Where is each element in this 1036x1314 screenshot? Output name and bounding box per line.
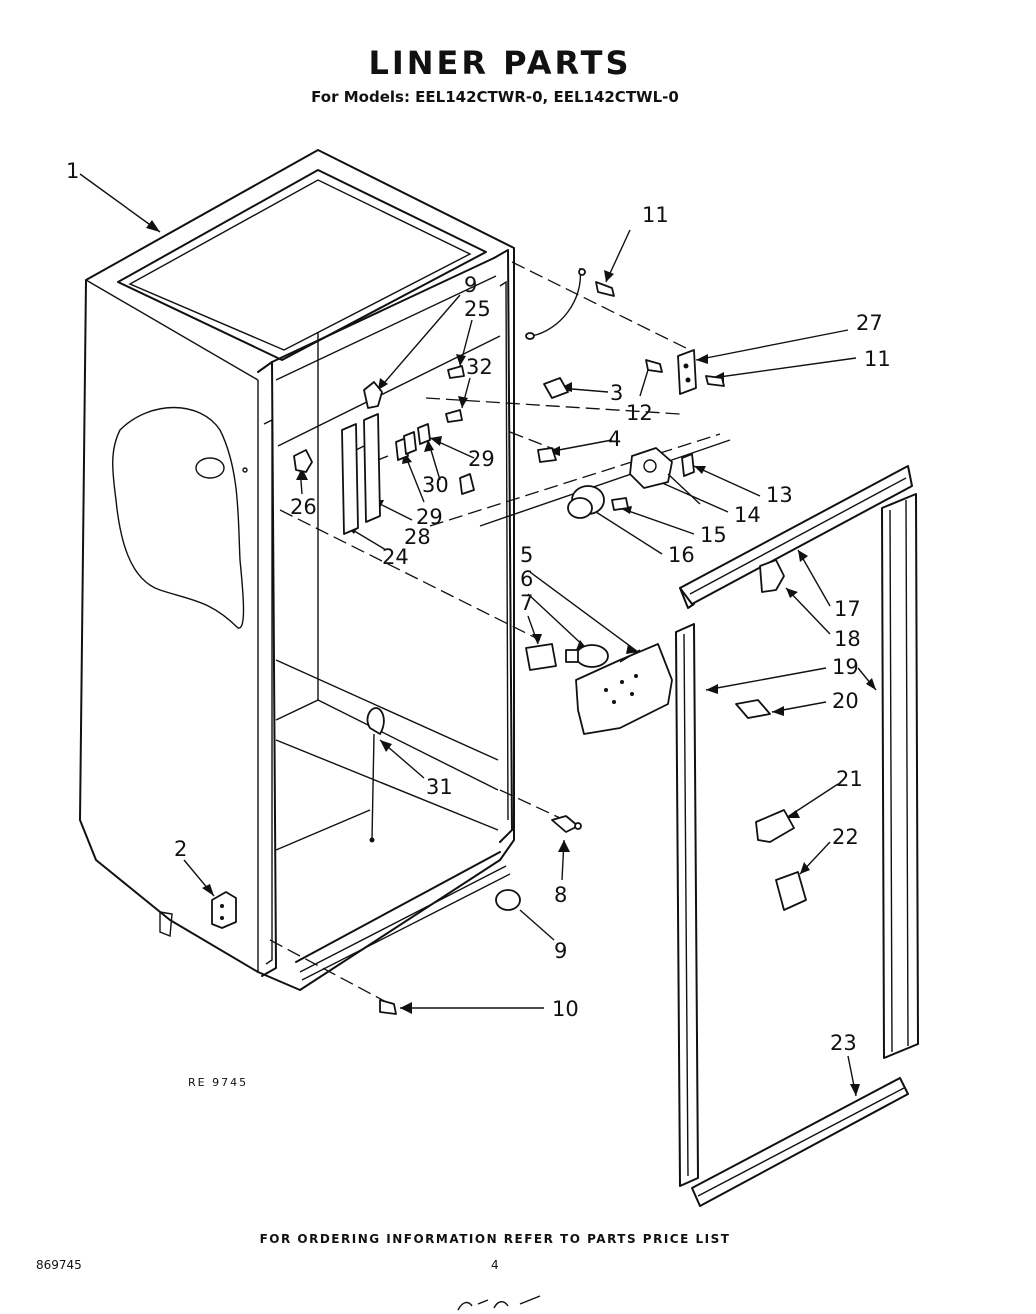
- callout-21: 21: [836, 767, 863, 791]
- callout-1: 1: [66, 159, 79, 183]
- callout-17: 17: [834, 597, 861, 621]
- callout-13: 13: [766, 483, 793, 507]
- assembly-lines: [269, 261, 731, 1005]
- callout-29-lower: 29: [416, 505, 443, 529]
- page-number: 4: [491, 1258, 499, 1272]
- callout-11-right: 11: [864, 347, 891, 371]
- callout-14: 14: [734, 503, 761, 527]
- callout-19: 19: [832, 655, 859, 679]
- cabinet-liner: [79, 149, 515, 991]
- callout-9-lower: 9: [554, 939, 567, 963]
- callout-10: 10: [552, 997, 579, 1021]
- small-parts: [211, 267, 725, 1015]
- callout-30: 30: [422, 473, 449, 497]
- callout-9-upper: 9: [464, 273, 477, 297]
- reference-code: RE 9745: [188, 1076, 248, 1089]
- callout-5: 5: [520, 543, 533, 567]
- callout-4: 4: [608, 427, 621, 451]
- callout-8: 8: [554, 883, 567, 907]
- callout-11-top: 11: [642, 203, 669, 227]
- callout-28: 28: [404, 525, 431, 549]
- ordering-note: FOR ORDERING INFORMATION REFER TO PARTS …: [259, 1232, 731, 1246]
- callout-2: 2: [174, 837, 187, 861]
- callout-26: 26: [290, 495, 317, 519]
- handwritten-mark: [457, 1295, 541, 1311]
- model-subtitle: For Models: EEL142CTWR-0, EEL142CTWL-0: [311, 88, 679, 106]
- callout-15: 15: [700, 523, 727, 547]
- callout-31: 31: [426, 775, 453, 799]
- callout-29-upper: 29: [468, 447, 495, 471]
- callout-24: 24: [382, 545, 409, 569]
- page-title: LINER PARTS: [368, 44, 632, 82]
- callout-16: 16: [668, 543, 695, 567]
- callout-20: 20: [832, 689, 859, 713]
- callout-27: 27: [856, 311, 883, 335]
- callout-32: 32: [466, 355, 493, 379]
- callout-6: 6: [520, 567, 533, 591]
- callout-labels: 1 2 3 4 5 6 7 8 9 9 10 11 11 12 13 14 15…: [66, 159, 891, 1089]
- callout-25: 25: [464, 297, 491, 321]
- callout-22: 22: [832, 825, 859, 849]
- callout-3: 3: [610, 381, 623, 405]
- callout-7: 7: [520, 591, 533, 615]
- callout-18: 18: [834, 627, 861, 651]
- callout-12: 12: [626, 401, 653, 425]
- breaker-trim: [675, 465, 919, 1207]
- document-number: 869745: [36, 1258, 82, 1272]
- leader-lines: [79, 173, 877, 1097]
- callout-23: 23: [830, 1031, 857, 1055]
